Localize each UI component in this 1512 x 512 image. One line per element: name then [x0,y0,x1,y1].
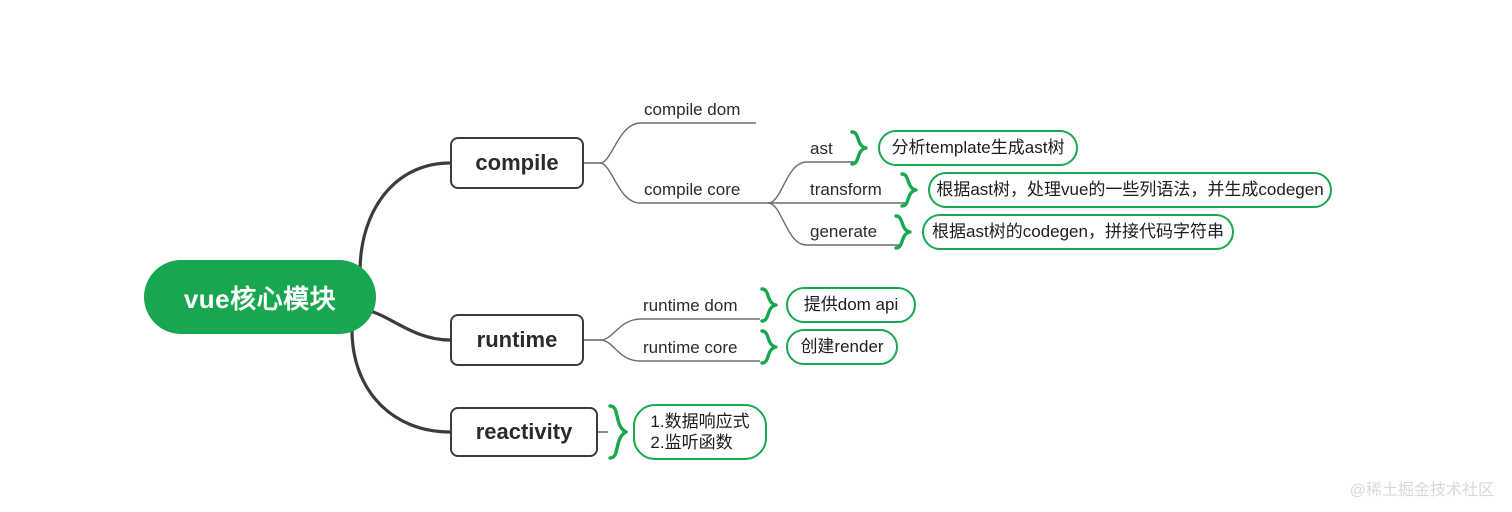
edge-compile-dom [599,122,756,164]
bubble-transform[interactable]: 根据ast树，处理vue的一些列语法，并生成codegen [928,172,1332,208]
edge-compile-core [599,162,768,204]
branch-node-reactivity[interactable]: reactivity [450,407,598,457]
brace-runtime-core [760,329,778,365]
branch-node-runtime[interactable]: runtime [450,314,584,366]
bubble-generate-text: 根据ast树的codegen，拼接代码字符串 [932,222,1224,242]
bubble-generate[interactable]: 根据ast树的codegen，拼接代码字符串 [922,214,1234,250]
brace-transform [900,172,918,208]
sub-label-compile-core[interactable]: compile core [644,180,741,199]
edge-root-runtime [360,308,452,342]
branch-node-compile-label: compile [475,150,559,175]
bubble-reactivity-text: 1.数据响应式 2.监听函数 [650,411,750,452]
sub-label-runtime-dom[interactable]: runtime dom [643,296,738,315]
bubble-ast[interactable]: 分析template生成ast树 [878,130,1078,166]
bubble-transform-text: 根据ast树，处理vue的一些列语法，并生成codegen [936,180,1324,200]
bubble-reactivity[interactable]: 1.数据响应式 2.监听函数 [633,404,767,460]
watermark: @稀土掘金技术社区 [1349,482,1494,499]
bubble-runtime-dom-text: 提供dom api [803,295,899,315]
brace-reactivity [608,404,628,460]
edge-core-generate [767,202,900,246]
sub-label-compile-dom[interactable]: compile dom [644,100,741,119]
brace-generate [894,214,912,250]
edge-runtime-core [599,339,760,362]
edge-root-compile [358,161,452,274]
sub-label-runtime-core[interactable]: runtime core [643,338,738,357]
edge-runtime-dom [599,318,760,341]
branch-node-reactivity-label: reactivity [475,419,573,444]
root-node[interactable]: vue核心模块 [144,260,376,334]
sub-label-generate[interactable]: generate [810,222,878,241]
edge-root-reactivity [350,328,452,434]
bubble-runtime-dom[interactable]: 提供dom api [786,287,916,323]
bubble-ast-text: 分析template生成ast树 [891,138,1065,158]
branch-node-compile[interactable]: compile [450,137,584,189]
brace-runtime-dom [760,287,778,323]
edge-core-ast [767,161,856,204]
bubble-runtime-core-text: 创建render [800,337,884,357]
bubble-runtime-core[interactable]: 创建render [786,329,898,365]
sub-label-ast[interactable]: ast [810,139,833,158]
sub-label-transform[interactable]: transform [810,180,882,199]
brace-ast [850,130,868,166]
branch-node-runtime-label: runtime [476,327,558,352]
root-node-label: vue核心模块 [183,283,337,314]
